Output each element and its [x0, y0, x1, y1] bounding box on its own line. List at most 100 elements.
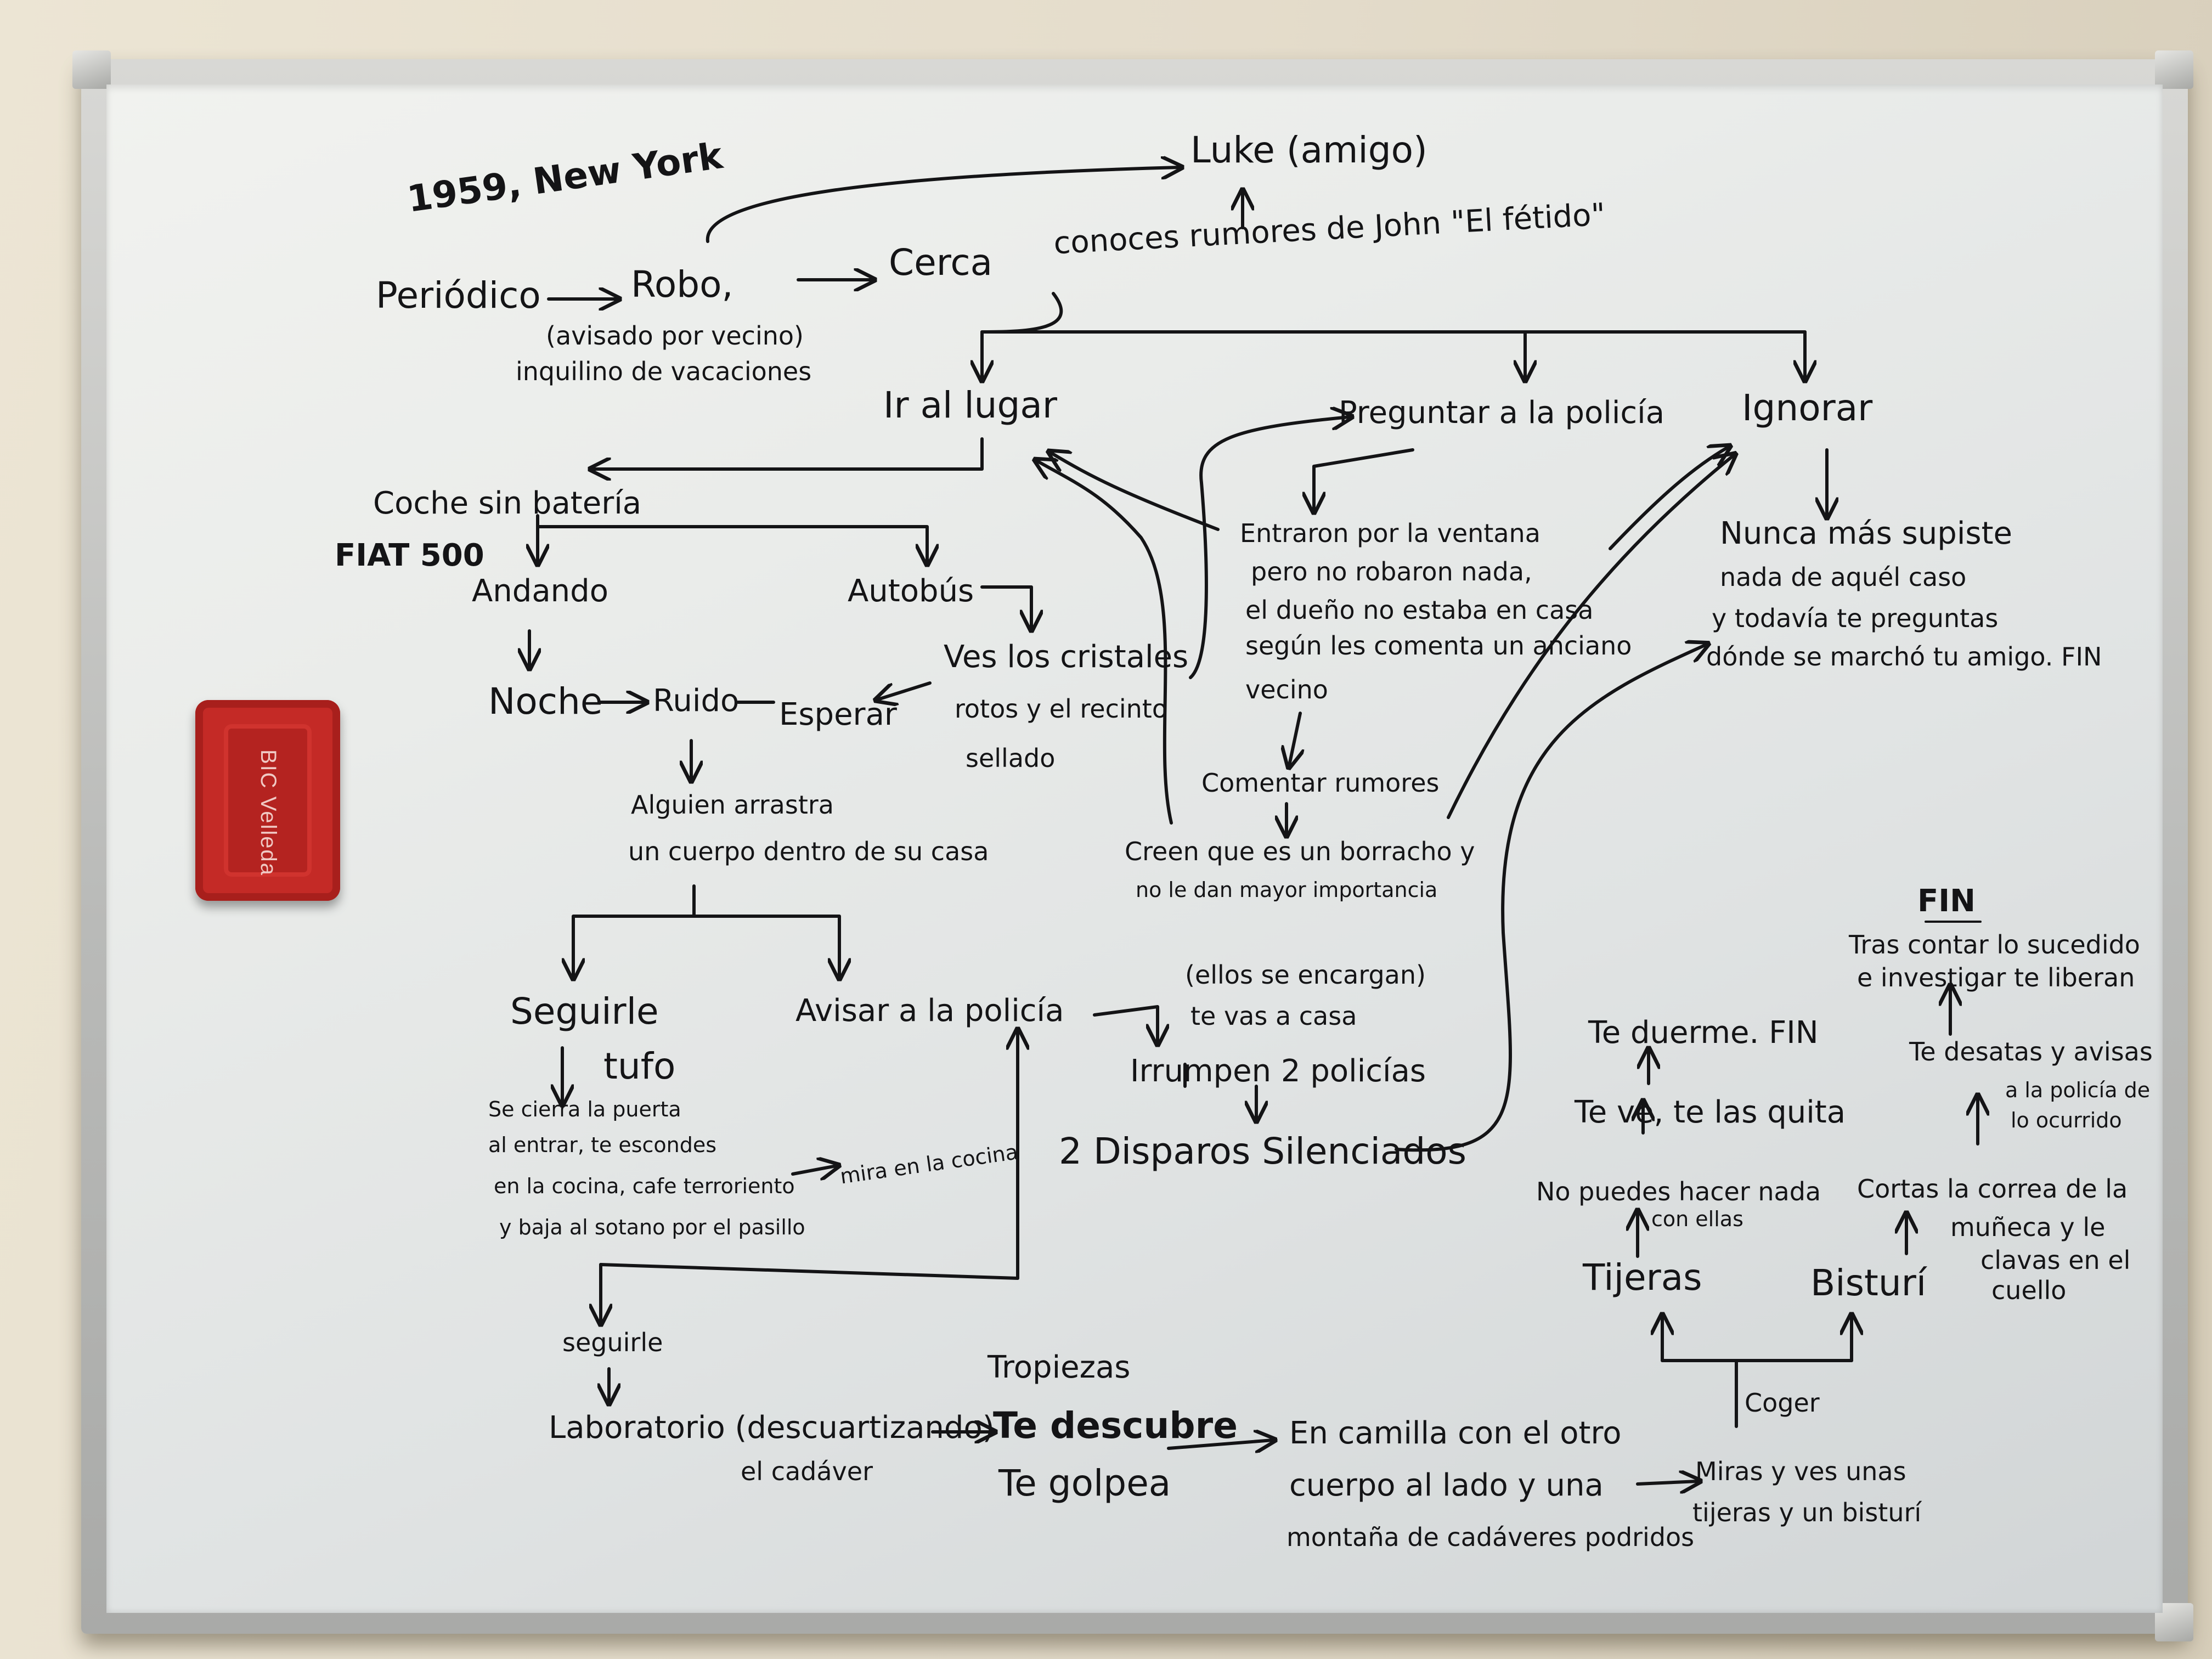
node-camilla-1: En camilla con el otro — [1289, 1415, 1622, 1451]
branch-alguien — [573, 884, 696, 977]
node-alguien-2: un cuerpo dentro de su casa — [628, 837, 989, 866]
arrow-cierra-to-mira — [791, 1166, 837, 1174]
node-seguirle-2: seguirle — [562, 1328, 663, 1357]
node-andando: Andando — [472, 573, 608, 609]
node-cortas-2: muñeca y le — [1950, 1212, 2106, 1242]
node-entraron-3: el dueño no estaba en casa — [1245, 595, 1594, 625]
node-tijeras: Tijeras — [1583, 1256, 1702, 1299]
node-desatas-1: Te desatas y avisas — [1909, 1037, 2153, 1066]
arrow-borracho-to-ignorar — [1447, 455, 1734, 819]
node-nunca-3: y todavía te preguntas — [1712, 603, 1999, 633]
node-ignorar: Ignorar — [1742, 387, 1873, 429]
eraser-slot — [224, 724, 312, 877]
node-no-puedes-1: No puedes hacer nada — [1536, 1177, 1821, 1206]
eraser-holder[interactable]: BIC Velleda — [195, 700, 340, 901]
node-desatas-3: lo ocurrido — [2011, 1108, 2122, 1132]
node-fiat: FIAT 500 — [335, 538, 484, 573]
node-seguirle: Seguirle — [510, 990, 659, 1032]
node-borracho-2: no le dan mayor importancia — [1136, 878, 1438, 902]
node-preguntar-policia: Preguntar a la policía — [1339, 395, 1665, 431]
node-alguien-1: Alguien arrastra — [631, 790, 834, 820]
node-camilla-2: cuerpo al lado y una — [1289, 1468, 1604, 1503]
node-nunca-2: nada de aquél caso — [1720, 562, 1967, 592]
node-cierra-2: al entrar, te escondes — [488, 1133, 717, 1157]
arrow-coche-branch — [536, 514, 927, 562]
node-descubre: Te descubre — [993, 1404, 1238, 1447]
node-miras-2: tijeras y un bisturí — [1692, 1498, 1922, 1527]
node-tras-2: e investigar te liberan — [1857, 963, 2135, 992]
node-miras-1: Miras y ves unas — [1695, 1457, 1906, 1486]
node-tufo: tufo — [603, 1045, 676, 1087]
node-bisturi: Bisturí — [1810, 1262, 1927, 1304]
node-coger: Coger — [1745, 1388, 1820, 1418]
arrow-ir-lugar-to-coche — [592, 437, 984, 469]
node-luke: Luke (amigo) — [1190, 129, 1427, 171]
node-ellos-2: te vas a casa — [1190, 1001, 1357, 1031]
node-fin-title: FIN — [1917, 883, 1976, 919]
node-tropiezas: Tropiezas — [988, 1350, 1131, 1385]
arrow-entraron-to-comentar — [1289, 712, 1300, 765]
node-borracho-1: Creen que es un borracho y — [1125, 837, 1475, 866]
arrow-borracho-to-ir-lugar — [1037, 461, 1173, 825]
frame-corner — [2155, 50, 2193, 89]
node-robo: Robo, — [631, 263, 733, 306]
arrow-cristales-to-preguntar — [1189, 417, 1350, 679]
arrow-autobus-to-cristales — [980, 585, 1031, 628]
node-laboratorio-2: el cadáver — [741, 1457, 873, 1486]
node-te-ve: Te ve, te las quita — [1575, 1094, 1846, 1130]
node-noche: Noche — [488, 680, 603, 723]
node-no-puedes-2: con ellas — [1651, 1207, 1743, 1231]
arrow-entraron-to-ir-lugar — [1051, 453, 1220, 531]
arrow-preguntar-to-entraron — [1314, 448, 1414, 510]
node-cierra-3: en la cocina, cafe terroriento — [494, 1174, 795, 1198]
arrow-seguirle-to-avisar — [599, 1031, 1018, 1280]
node-duerme: Te duerme. FIN — [1588, 1015, 1819, 1051]
node-desatas-2: a la policía de — [2005, 1078, 2151, 1102]
node-entraron-5: vecino — [1245, 675, 1328, 704]
arrow-robo-to-luke — [706, 167, 1180, 243]
arrow-to-avisar — [692, 915, 839, 977]
node-cristales-3: sellado — [966, 743, 1056, 773]
node-periodico: Periódico — [376, 274, 541, 317]
node-tras-1: Tras contar lo sucedido — [1849, 930, 2140, 960]
node-cierra-4: y baja al sotano por el pasillo — [499, 1215, 805, 1239]
node-cerca: Cerca — [889, 241, 993, 284]
node-cortas-3: clavas en el — [1980, 1245, 2131, 1275]
node-entraron-2: pero no robaron nada, — [1251, 557, 1532, 586]
node-golpea: Te golpea — [998, 1462, 1171, 1504]
arrow-avisar-to-ellos — [1093, 1005, 1158, 1042]
node-laboratorio-1: Laboratorio (descuartizando) — [549, 1410, 995, 1446]
node-coche: Coche sin batería — [373, 486, 642, 521]
node-ruido: Ruido — [653, 683, 740, 719]
robo-note-1: (avisado por vecino) — [546, 321, 804, 351]
node-nunca-4: dónde se marchó tu amigo. FIN — [1706, 642, 2102, 672]
node-cortas-1: Cortas la correa de la — [1857, 1174, 2128, 1204]
node-disparos: 2 Disparos Silenciados — [1059, 1130, 1467, 1172]
eraser-brand-label: BIC Velleda — [256, 749, 280, 877]
node-irrumpen: Irrumpen 2 policías — [1130, 1053, 1426, 1089]
node-entraron-4: según les comenta un anciano — [1245, 631, 1632, 661]
node-entraron-1: Entraron por la ventana — [1240, 518, 1541, 548]
robo-note-2: inquilino de vacaciones — [516, 357, 812, 386]
node-esperar: Esperar — [779, 697, 897, 732]
node-ellos-1: (ellos se encargan) — [1185, 960, 1426, 990]
arrow-camilla-to-miras — [1636, 1481, 1698, 1484]
node-cortas-4: cuello — [1991, 1276, 2067, 1305]
node-cristales-2: rotos y el recinto — [955, 694, 1167, 724]
node-camilla-3: montaña de cadáveres podridos — [1286, 1522, 1695, 1552]
node-cristales-1: Ves los cristales — [944, 639, 1189, 675]
node-cierra-1: Se cierra la puerta — [488, 1097, 681, 1121]
node-avisar-policia: Avisar a la policía — [795, 993, 1064, 1029]
node-autobus: Autobús — [848, 573, 974, 609]
arrow-cristales-to-esperar — [878, 681, 932, 699]
node-comentar: Comentar rumores — [1201, 768, 1440, 798]
whiteboard-surface — [106, 84, 2163, 1613]
branch-cerca — [980, 292, 1807, 334]
arrow-disparos-to-nunca — [1395, 645, 1706, 1152]
arrow-descubre-to-camilla — [1167, 1440, 1273, 1448]
node-ir-lugar: Ir al lugar — [883, 384, 1057, 426]
arrow-entraron-to-ignorar — [1609, 447, 1728, 550]
frame-corner — [72, 50, 111, 89]
node-nunca-1: Nunca más supiste — [1720, 516, 2012, 551]
